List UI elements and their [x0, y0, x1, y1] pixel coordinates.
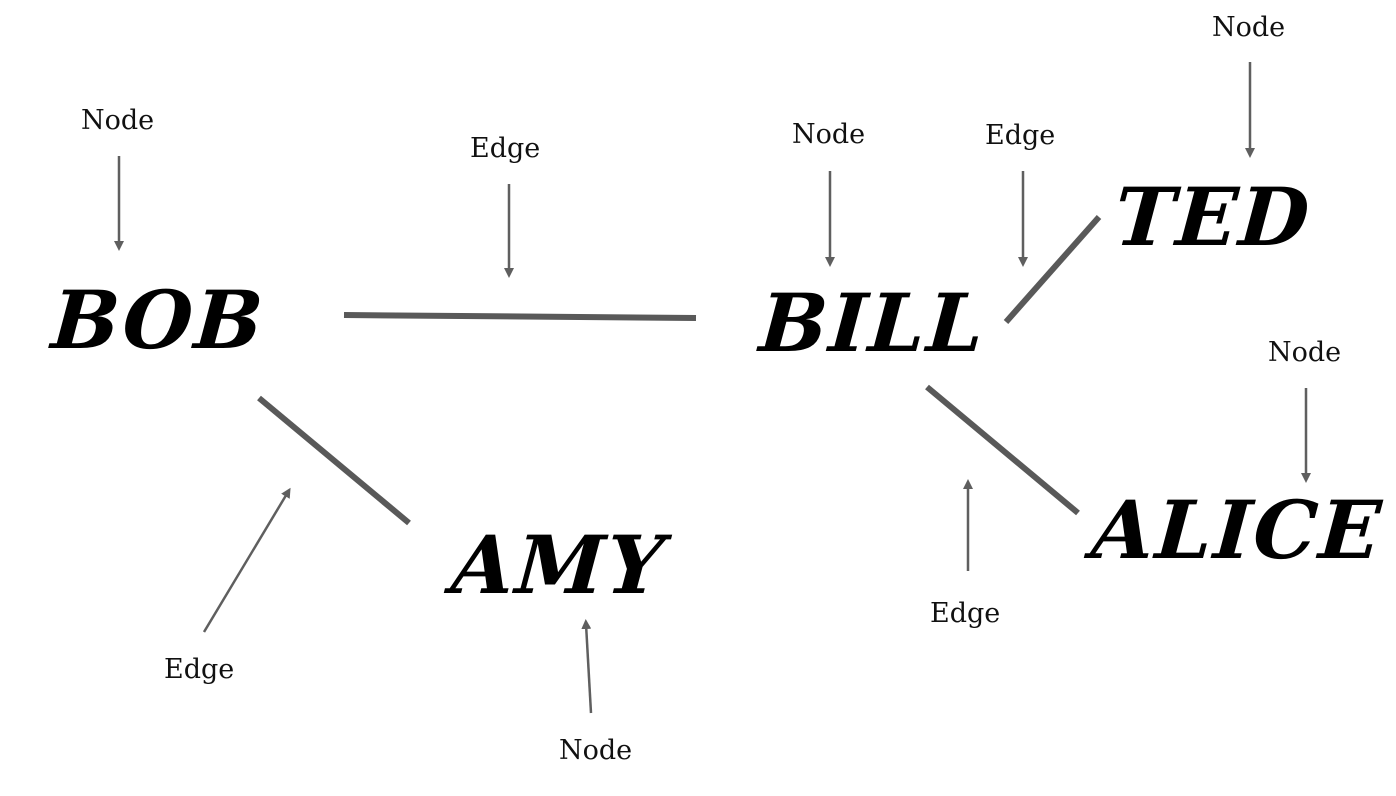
node-alice: ALICE	[1088, 483, 1386, 577]
annotation-node-bill: Node	[792, 119, 866, 150]
annotation-node-amy: Node	[559, 735, 633, 766]
node-ted: TED	[1111, 170, 1315, 264]
annotation-edge-bill-ted: Edge	[985, 120, 1056, 151]
annotation-node-ted: Node	[1212, 12, 1286, 43]
annotation-edge-bob-amy: Edge	[164, 654, 235, 685]
arrow-node-amy	[581, 619, 593, 714]
node-bill: BILL	[756, 276, 989, 370]
annotation-node-alice: Node	[1268, 337, 1342, 368]
annotation-edge-bill-alice: Edge	[930, 598, 1001, 629]
annotation-node-bob: Node	[81, 105, 155, 136]
edge-bob-amy	[257, 395, 411, 526]
node-amy: AMY	[448, 518, 670, 612]
edge-bill-alice	[925, 384, 1080, 516]
edge-bill-ted	[1003, 215, 1102, 324]
edge-bob-bill	[343, 312, 697, 321]
annotation-edge-bob-bill: Edge	[470, 133, 541, 164]
arrow-edge-bob-amy	[202, 487, 291, 633]
node-bob: BOB	[48, 273, 268, 367]
